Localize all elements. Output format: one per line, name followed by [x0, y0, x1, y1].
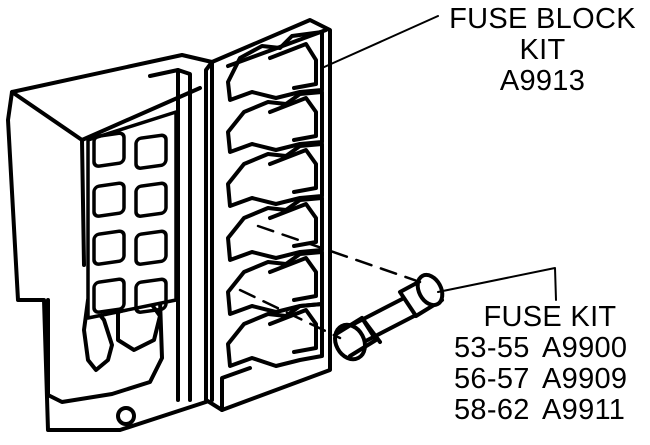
- insertion-guide-lines: [238, 224, 422, 340]
- fuse-kit-part-number: A9909: [542, 363, 628, 395]
- fuse-block-kit-title-line2: KIT: [519, 34, 566, 66]
- fuse-kit-row: 53-55 A9900: [452, 333, 648, 364]
- fuse-kit-row: 58-62 A9911: [452, 395, 648, 426]
- fuse-socket-grid: [86, 110, 178, 320]
- fuse-kit-years: 53-55: [454, 332, 530, 364]
- fuse-block-kit-part-number: A9913: [499, 65, 586, 97]
- fuse-kit-part-number: A9911: [542, 394, 626, 426]
- fuse-kit-label: FUSE KIT 53-55 A9900 56-57 A9909 58-62 A991…: [452, 302, 648, 426]
- fuse-kit-years: 56-57: [454, 363, 530, 395]
- fuse-clip-rack: [204, 18, 332, 412]
- fuse-kit-years: 58-62: [454, 394, 530, 426]
- fuse-block-kit-title-line1: FUSE BLOCK: [449, 3, 636, 35]
- fuse-kit-part-number: A9900: [542, 332, 628, 364]
- leader-lines: [321, 15, 557, 301]
- fuse-kit-title: FUSE KIT: [483, 301, 617, 333]
- fuse-kit-row: 56-57 A9909: [452, 364, 648, 395]
- glass-fuse: [333, 272, 445, 362]
- fuse-block-kit-label: FUSE BLOCK KIT A9913: [440, 4, 645, 97]
